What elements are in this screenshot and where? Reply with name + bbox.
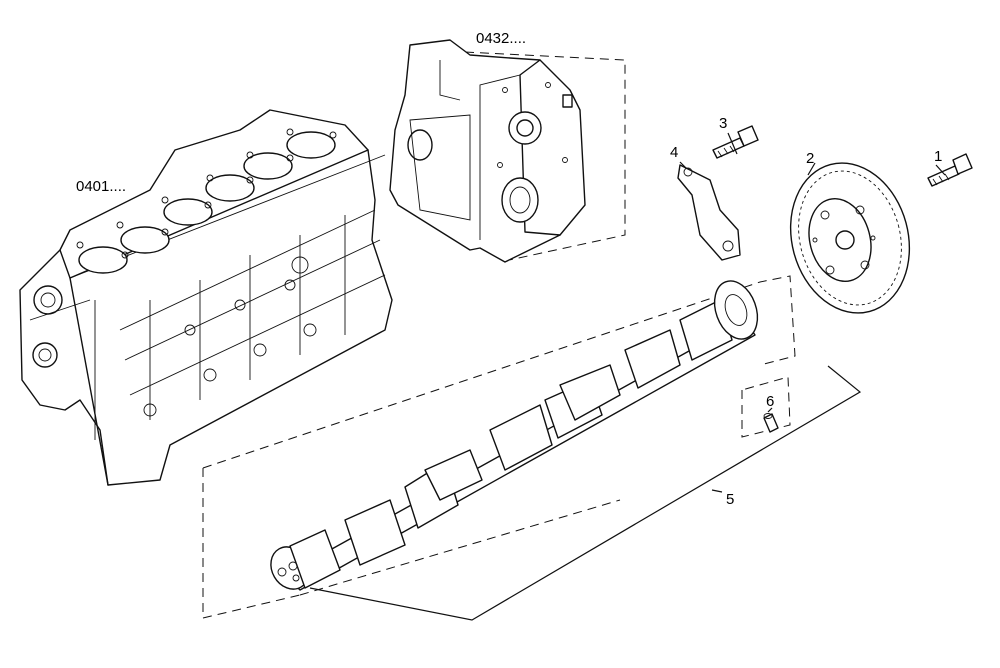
camshaft-gear xyxy=(789,162,911,314)
assembly-guide-lines xyxy=(202,51,796,619)
leader-lines xyxy=(309,132,946,621)
dowel-pin xyxy=(763,413,779,433)
cylinder-block xyxy=(19,109,393,486)
callout-item-5: 5 xyxy=(726,491,734,508)
callout-item-6: 6 xyxy=(766,393,774,410)
callout-item-3: 3 xyxy=(719,115,727,132)
callout-labels: 0401.... 0432.... 1 2 3 4 5 6 xyxy=(76,30,942,508)
callout-item-1: 1 xyxy=(934,148,942,165)
callout-item-2: 2 xyxy=(806,150,814,167)
callout-0432: 0432.... xyxy=(476,30,526,47)
bolt-3 xyxy=(712,125,759,159)
camshaft xyxy=(270,280,759,591)
callout-0401: 0401.... xyxy=(76,178,126,195)
timing-gear-housing xyxy=(389,39,586,263)
callout-item-4: 4 xyxy=(670,144,678,161)
bolt-1 xyxy=(927,153,973,187)
thrust-plate xyxy=(677,164,741,261)
